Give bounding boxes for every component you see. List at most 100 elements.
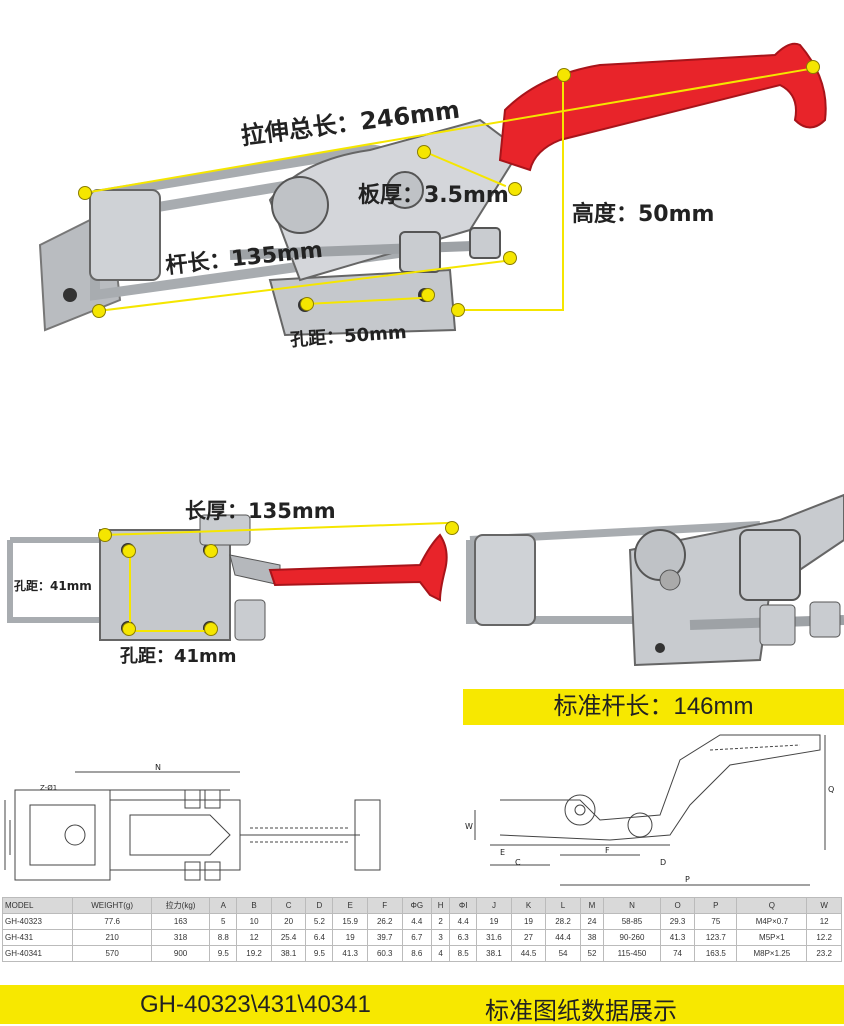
height-line-vertical: [562, 75, 564, 311]
spec-table-container: MODEL WEIGHT(g) 拉力(kg) A B C D E F ΦG H …: [1, 897, 842, 962]
table-cell: 163: [150, 913, 211, 930]
hole-distance-vertical-label: 孔距：41mm: [14, 577, 92, 594]
marker-dot: [122, 622, 136, 636]
table-cell: 74: [659, 945, 696, 962]
header-k: K: [510, 897, 547, 914]
table-cell: 570: [72, 945, 152, 962]
header-h: H: [431, 897, 451, 914]
header-b: B: [236, 897, 272, 914]
table-cell: M8P×1.25: [736, 945, 808, 962]
dim-p-label: P: [685, 875, 690, 884]
marker-dot: [806, 60, 820, 74]
dim-d-label: D: [660, 858, 667, 867]
table-cell: 9.5: [209, 945, 238, 962]
table-cell: 19.2: [236, 945, 272, 962]
header-o: O: [659, 897, 696, 914]
drawing-top-view-lines: [4, 771, 381, 881]
table-cell: 19: [510, 913, 547, 930]
table-cell: 60.3: [366, 945, 403, 962]
table-cell: 12: [806, 913, 842, 930]
table-row: GH-40341 570 900 9.5 19.2 38.1 9.5 41.3 …: [1, 945, 842, 962]
table-row: GH-431 210 318 8.8 12 25.4 6.4 19 39.7 6…: [1, 929, 842, 946]
table-cell: 4: [431, 945, 451, 962]
marker-dot: [92, 304, 106, 318]
header-e: E: [332, 897, 368, 914]
table-cell: 210: [72, 929, 152, 946]
table-cell: 39.7: [366, 929, 403, 946]
marker-dot: [78, 186, 92, 200]
marker-dot: [122, 544, 136, 558]
marker-dot: [503, 251, 517, 265]
height-label: 高度：50mm: [572, 202, 715, 227]
hole-vertical-line: [129, 550, 131, 630]
table-cell: 44.5: [510, 945, 547, 962]
hole-distance-horizontal-label: 孔距：41mm: [120, 646, 237, 667]
table-cell: 38.1: [270, 945, 307, 962]
dim-w-label: W: [465, 822, 473, 831]
table-cell: 8.8: [209, 929, 238, 946]
table-cell: 6.7: [401, 929, 433, 946]
drawing-side-view-lines: [474, 734, 826, 886]
dim-n-label: N: [155, 763, 161, 772]
spec-table-header-row: MODEL WEIGHT(g) 拉力(kg) A B C D E F ΦG H …: [1, 897, 842, 914]
table-cell: 58-85: [603, 913, 661, 930]
footer-banner: GH-40323\431\40341 标准图纸数据展示: [0, 985, 844, 1025]
table-cell: 4.4: [449, 913, 478, 930]
table-cell: GH-431: [1, 929, 74, 946]
table-cell: 90-260: [603, 929, 661, 946]
header-a: A: [209, 897, 238, 914]
header-p: P: [694, 897, 738, 914]
dim-e-label: E: [500, 848, 506, 857]
photo-clamp-bottom-view: 长厚：135mm 孔距：41mm 孔距：41mm: [0, 490, 460, 670]
header-c: C: [270, 897, 307, 914]
table-cell: GH-40341: [1, 945, 74, 962]
marker-dot: [557, 68, 571, 82]
table-cell: 115-450: [603, 945, 661, 962]
table-cell: 8.5: [449, 945, 478, 962]
header-l: L: [545, 897, 581, 914]
photo-clamp-top: 拉伸总长：246mm 板厚：3.5mm 高度：50mm 杆长：135mm 孔距：…: [0, 0, 844, 440]
table-cell: 24: [579, 913, 605, 930]
technical-drawing-side-view: Q W P C F D E: [460, 730, 844, 895]
table-cell: 9.5: [305, 945, 334, 962]
table-cell: 318: [150, 929, 211, 946]
header-weight: WEIGHT(g): [72, 897, 152, 914]
table-cell: 123.7: [694, 929, 738, 946]
header-g: ΦG: [401, 897, 433, 914]
plate-thickness-label: 板厚：3.5mm: [358, 183, 509, 208]
table-cell: 6.3: [449, 929, 478, 946]
table-cell: 900: [150, 945, 211, 962]
marker-dot: [451, 303, 465, 317]
dim-q-label: Q: [828, 785, 835, 794]
length-label: 长厚：135mm: [185, 499, 336, 523]
header-w: W: [806, 897, 842, 914]
table-cell: 38: [579, 929, 605, 946]
header-n: N: [603, 897, 661, 914]
header-force: 拉力(kg): [150, 897, 211, 914]
table-cell: GH-40323: [1, 913, 74, 930]
marker-dot: [204, 544, 218, 558]
table-cell: 52: [579, 945, 605, 962]
marker-dot: [98, 528, 112, 542]
footer-models: GH-40323\431\40341: [140, 991, 371, 1018]
table-cell: 15.9: [332, 913, 368, 930]
marker-dot: [508, 182, 522, 196]
table-cell: 2: [431, 913, 451, 930]
standard-rod-banner: 标准杆长：146mm: [463, 689, 844, 725]
header-model: MODEL: [1, 897, 74, 914]
table-cell: 41.3: [332, 945, 368, 962]
hole-horizontal-line: [130, 630, 212, 632]
table-cell: M4P×0.7: [736, 913, 808, 930]
table-cell: 38.1: [476, 945, 512, 962]
photo-clamp-side-view: [460, 480, 844, 680]
table-cell: 4.4: [401, 913, 433, 930]
marker-dot: [445, 521, 459, 535]
table-cell: 20: [270, 913, 307, 930]
header-d: D: [305, 897, 334, 914]
table-cell: 19: [476, 913, 512, 930]
table-cell: 26.2: [366, 913, 403, 930]
table-cell: 77.6: [72, 913, 152, 930]
dim-a-tag-label: Z-Ø1: [40, 784, 58, 792]
marker-dot: [421, 288, 435, 302]
table-cell: 29.3: [659, 913, 696, 930]
